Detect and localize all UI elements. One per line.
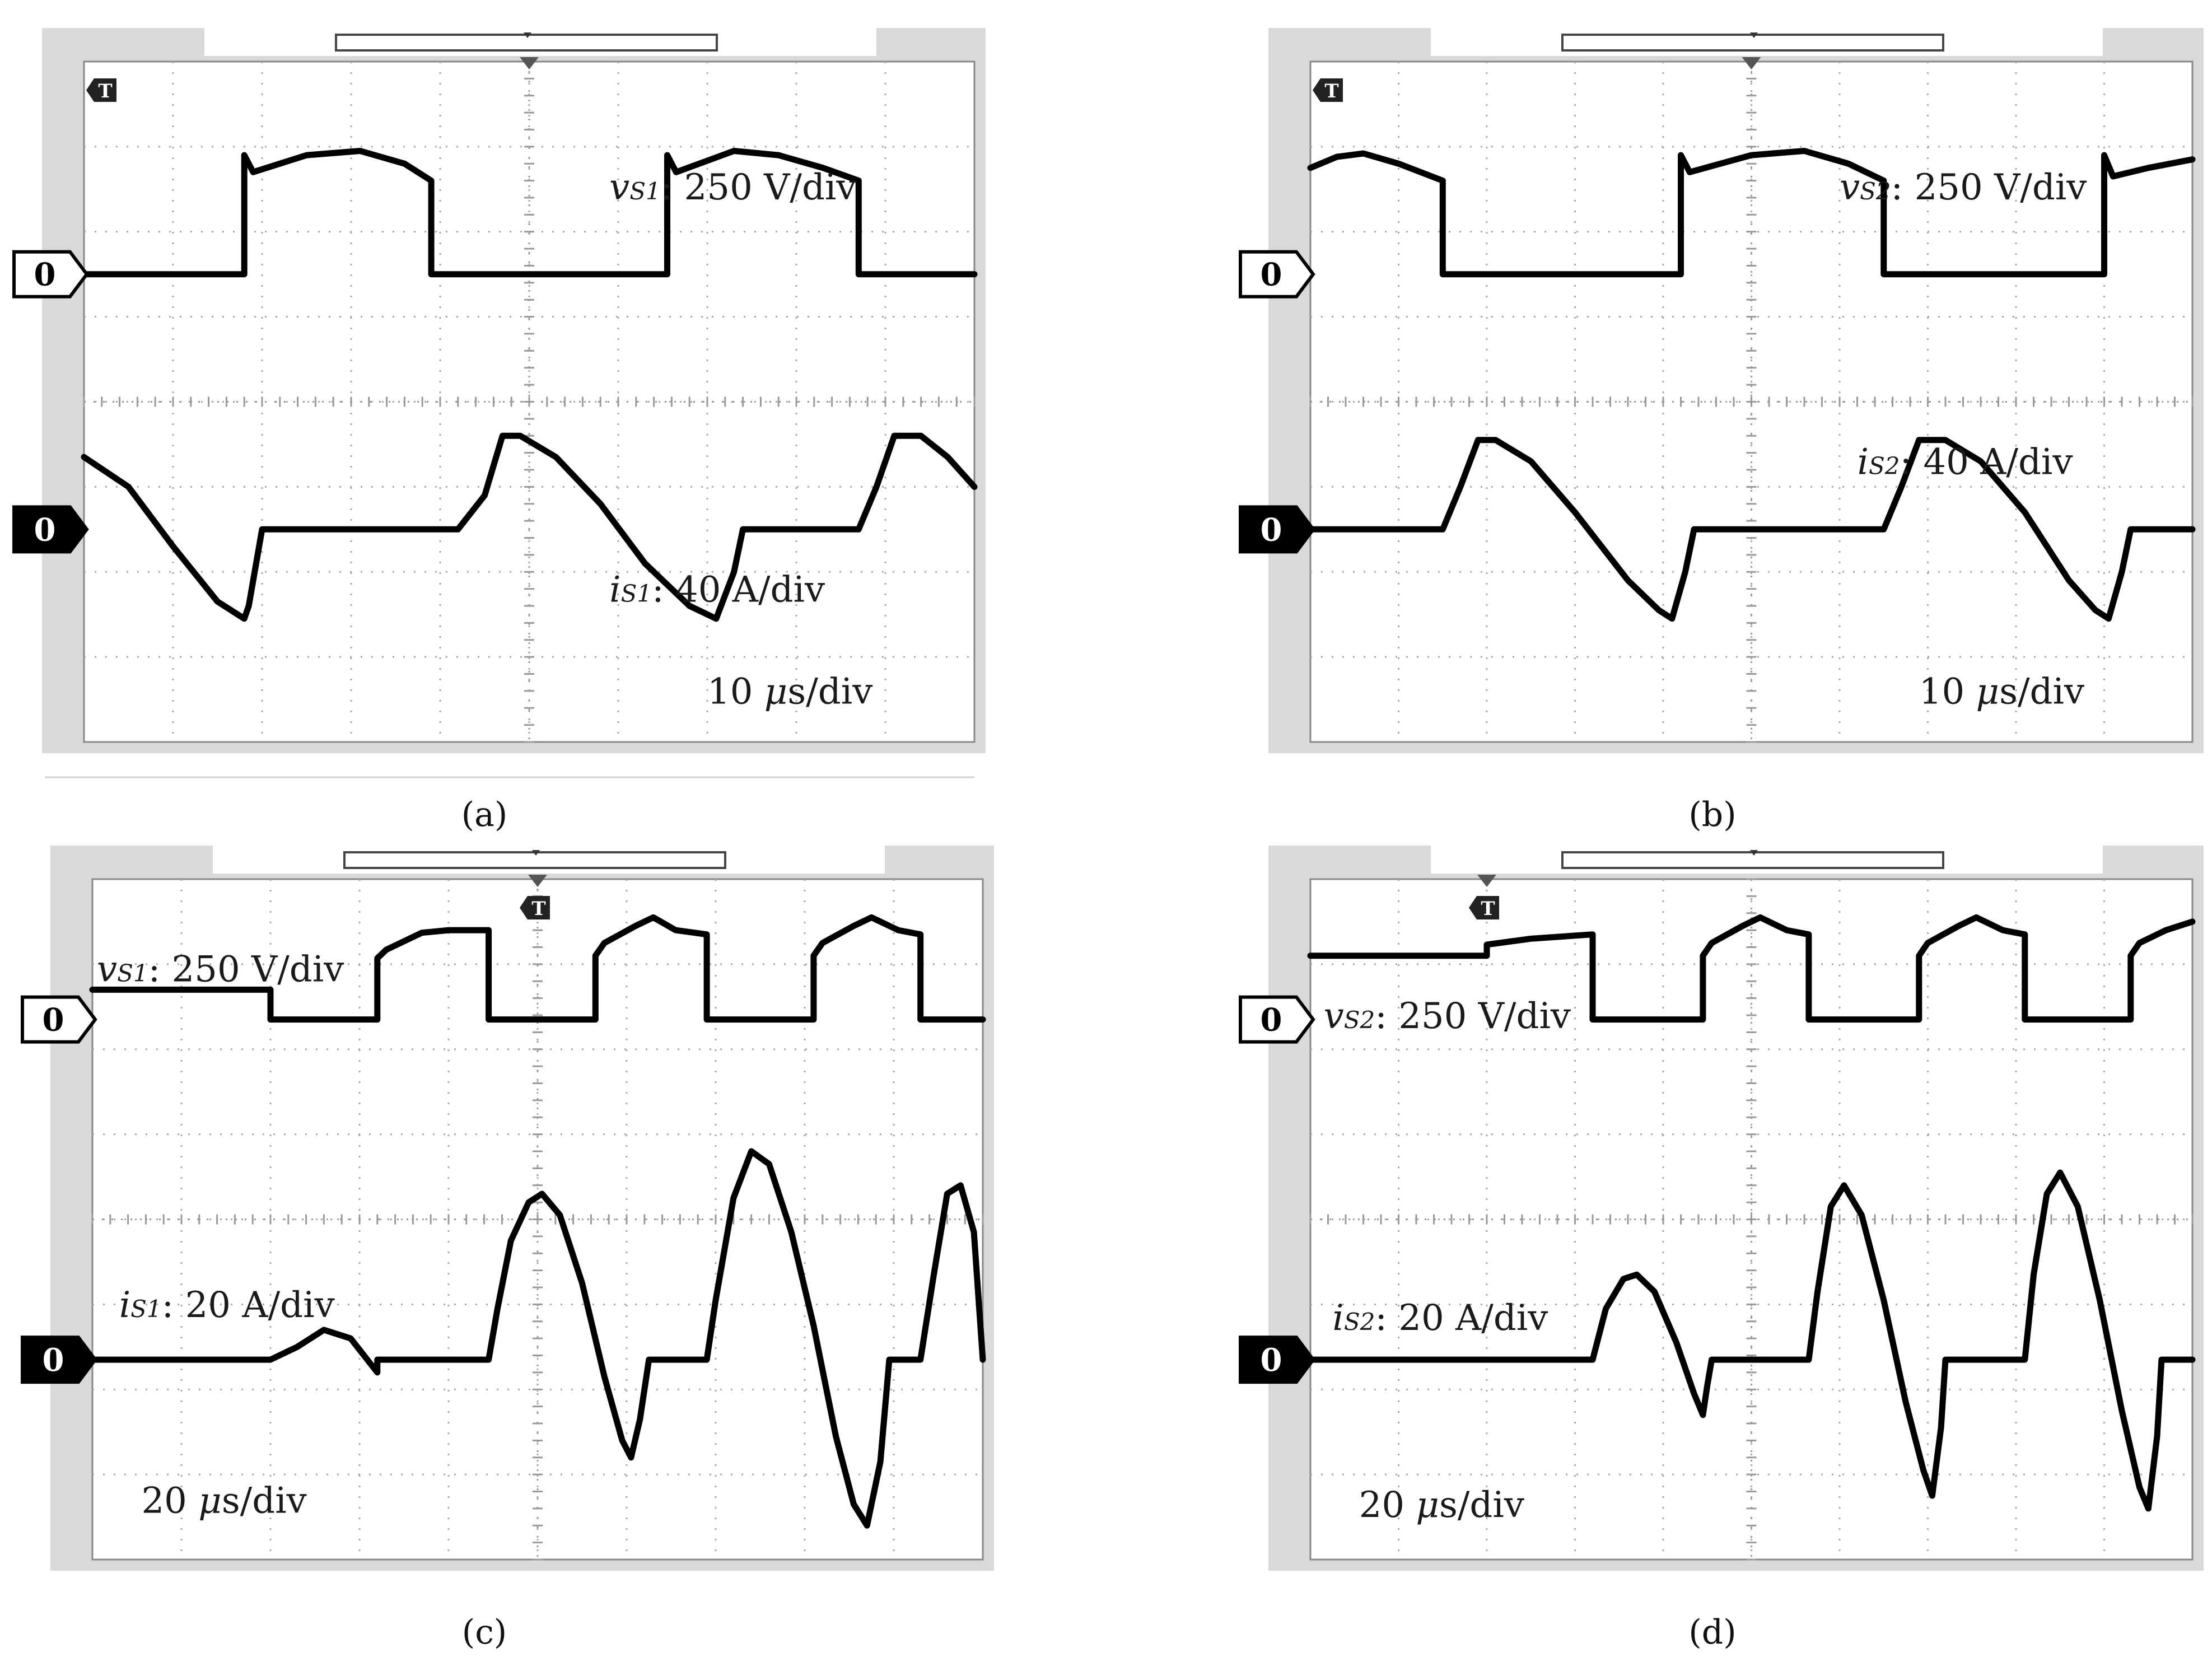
channel-label-iS2: iS2: 20 A/div [1332, 1297, 1548, 1339]
trace-iS2 [1307, 437, 2196, 622]
scope-status-bar [1431, 846, 2103, 874]
trigger-icon [86, 78, 116, 102]
record-position-marker [532, 850, 540, 856]
caption-c: (c) [462, 1613, 507, 1652]
trace-vS1 [89, 914, 986, 1023]
trace-iS1 [81, 432, 978, 622]
ground-marker-label: 0 [1261, 1002, 1282, 1039]
trace-vS1 [81, 148, 978, 278]
channel-label-vS1: vS1: 250 V/div [609, 167, 856, 208]
trigger-position-arrow [520, 57, 539, 69]
caption-b: (b) [1688, 795, 1736, 834]
trigger-icon-label: T [1324, 80, 1338, 102]
trigger-icon [520, 896, 550, 919]
record-position-marker [1750, 850, 1758, 856]
panel-c: T 0 vS1: 250 V/div 0 iS1: 20 A/div 20 μs/div [21, 846, 994, 1571]
trace-iS2 [1307, 1169, 2196, 1512]
channel-label-vS2: vS2: 250 V/div [1324, 996, 1571, 1037]
ground-marker-iS1 [21, 1336, 97, 1384]
timebase-label: 20 μs/div [141, 1480, 306, 1521]
ground-marker-iS2 [1239, 1336, 1315, 1384]
trace-vS2 [1307, 914, 2196, 1023]
trigger-position-arrow [1477, 875, 1496, 887]
record-position-marker [524, 32, 531, 38]
trigger-icon-label: T [1481, 898, 1495, 920]
trace-iS1 [89, 1148, 986, 1529]
trigger-position-arrow [528, 875, 547, 887]
ground-marker-vS1 [21, 995, 97, 1044]
ground-marker-vS2 [1239, 995, 1315, 1044]
channel-label-iS1: iS1: 20 A/div [119, 1285, 335, 1326]
scope-status-bar [213, 846, 885, 874]
ground-marker-label: 0 [1261, 256, 1282, 293]
scope-status-bar [1431, 28, 2103, 56]
trigger-icon [1469, 896, 1499, 919]
trigger-icon-label: T [531, 898, 545, 920]
ground-marker-label: 0 [43, 1342, 64, 1379]
ground-marker-label: 0 [43, 1002, 64, 1039]
ground-marker-label: 0 [1261, 511, 1282, 548]
caption-a: (a) [461, 795, 508, 834]
channel-label-vS2: vS2: 250 V/div [1840, 167, 2087, 208]
channel-label-iS2: iS2: 40 A/div [1858, 442, 2073, 483]
ground-marker-label: 0 [1261, 1342, 1282, 1379]
trigger-icon [1313, 78, 1343, 102]
timebase-label: 10 μs/div [1919, 671, 2084, 713]
ground-marker-vS2 [1239, 250, 1315, 298]
scope-status-bar [204, 28, 876, 56]
panel-d: T 0 vS2: 250 V/div 0 iS2: 20 A/div 20 μs/div [1239, 846, 2204, 1571]
record-position-marker [1750, 32, 1758, 38]
panel-b: T 0 vS2: 250 V/div 0 iS2: 40 A/div 10 μs/div [1239, 28, 2204, 753]
timebase-label: 10 μs/div [707, 671, 872, 713]
trace-vS2 [1307, 148, 2196, 278]
channel-label-iS1: iS1: 40 A/div [609, 569, 825, 610]
trigger-position-arrow [1742, 57, 1761, 69]
ground-marker-iS1 [12, 505, 89, 554]
ground-marker-iS2 [1239, 505, 1315, 554]
panel-a: T 0 vS1: 250 V/div 0 iS1: 40 A/div 10 μs/div [12, 28, 986, 753]
ground-marker-label: 0 [34, 511, 56, 548]
channel-label-vS1: vS1: 250 V/div [97, 949, 344, 990]
trigger-icon-label: T [98, 80, 112, 102]
caption-d: (d) [1688, 1613, 1736, 1652]
ground-marker-label: 0 [34, 256, 56, 293]
timebase-label: 20 μs/div [1359, 1484, 1524, 1526]
ground-marker-vS1 [12, 250, 89, 298]
